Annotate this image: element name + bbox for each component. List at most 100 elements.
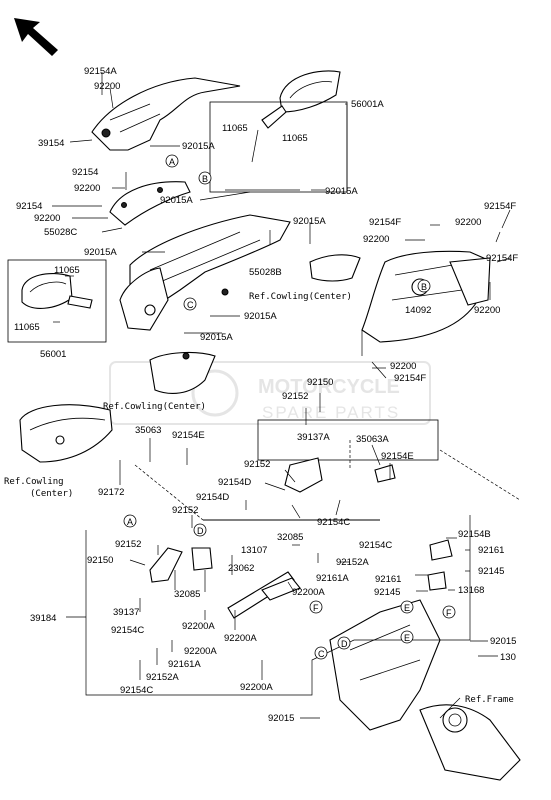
part-label-39184: 39184 <box>30 613 56 624</box>
side-cowl-right <box>361 250 491 343</box>
watermark-line2: SPARE PARTS <box>262 403 400 422</box>
part-label-92150-2: 92150 <box>87 555 113 566</box>
part-label-32085-1: 32085 <box>277 532 303 543</box>
part-label-11065-d: 11065 <box>14 322 40 333</box>
part-label-92152A-1: 92152A <box>336 557 369 568</box>
part-label-92154C-1: 92154C <box>317 517 350 528</box>
part-label-92154F-1: 92154F <box>369 217 401 228</box>
part-label-92200A-1: 92200A <box>292 587 325 598</box>
callout-a-lower: A <box>123 514 137 528</box>
part-label-35063A: 35063A <box>356 434 389 445</box>
callout-b2-text: B <box>421 282 427 292</box>
part-label-92152-1: 92152 <box>282 391 308 402</box>
part-label-13168: 13168 <box>458 585 484 596</box>
part-label-55028B: 55028B <box>249 267 282 278</box>
part-label-39137: 39137 <box>113 607 139 618</box>
mirror-left-frame <box>7 259 107 343</box>
callout-b-top: B <box>198 171 212 185</box>
part-label-92015A-2: 92015A <box>325 186 358 197</box>
part-label-92200A-4: 92200A <box>240 682 273 693</box>
callout-d-text: D <box>197 526 204 536</box>
lower-duct-piece <box>149 352 216 394</box>
part-label-92161-1: 92161 <box>478 545 504 556</box>
callout-e-right: E <box>400 600 414 614</box>
part-label-92015A-7: 92015A <box>200 332 233 343</box>
part-label-35063: 35063 <box>135 425 161 436</box>
callout-a-top: A <box>165 154 179 168</box>
watermark-line1: MOTORCYCLE <box>258 376 400 398</box>
part-label-92154B: 92154B <box>458 529 491 540</box>
upper-cowl-panel <box>91 77 241 151</box>
callout-e-text: E <box>404 603 410 613</box>
ref-frame: Ref.Frame <box>465 695 514 705</box>
part-label-92200A-4-mid: 92200A <box>184 646 217 657</box>
part-label-32085-2: 32085 <box>174 589 200 600</box>
part-label-11065-a: 11065 <box>222 123 248 134</box>
callout-c-text: C <box>187 300 194 310</box>
part-label-92200-top: 92200 <box>94 81 120 92</box>
part-label-92172: 92172 <box>98 487 124 498</box>
part-label-11065-b: 11065 <box>282 133 308 144</box>
part-label-39154: 39154 <box>38 138 64 149</box>
part-label-92154D-1: 92154D <box>218 477 251 488</box>
part-label-92015-2: 92015 <box>268 713 294 724</box>
part-label-92200-4: 92200 <box>455 217 481 228</box>
part-label-92152-3: 92152 <box>172 505 198 516</box>
ref-cowling-center-a: Ref.Cowling(Center) <box>249 292 352 302</box>
part-label-92154A: 92154A <box>84 66 117 77</box>
part-label-92154F-3: 92154F <box>486 253 518 264</box>
callout-e2-text: E <box>404 633 410 643</box>
ref-cowling-center-c-line2: (Center) <box>30 489 73 499</box>
part-label-92200A-2: 92200A <box>182 621 215 632</box>
assembly-outline <box>85 515 471 696</box>
part-label-92161-2: 92161 <box>375 574 401 585</box>
callout-b-text: B <box>202 174 208 184</box>
part-label-92015A-6: 92015A <box>244 311 277 322</box>
part-label-92154C-3: 92154C <box>111 625 144 636</box>
callout-c-frame: C <box>314 646 328 660</box>
mirror-right <box>251 70 341 163</box>
part-label-92154F-4: 92154F <box>394 373 426 384</box>
part-label-39137A: 39137A <box>297 432 330 443</box>
callout-a2-text: A <box>127 517 133 527</box>
callout-d-frame: D <box>337 636 351 650</box>
callout-b-right: B <box>417 279 431 293</box>
part-label-92145-2: 92145 <box>374 587 400 598</box>
part-label-92152-4: 92152 <box>115 539 141 550</box>
callout-f-right: F <box>442 605 456 619</box>
part-label-92154C-4: 92154C <box>120 685 153 696</box>
part-label-92015A-5: 92015A <box>84 247 117 258</box>
callout-c2-text: C <box>318 649 325 659</box>
front-cowl <box>119 214 291 331</box>
part-label-13107: 13107 <box>241 545 267 556</box>
part-label-56001A: 56001A <box>351 99 384 110</box>
part-label-92161A-1: 92161A <box>316 573 349 584</box>
part-label-11065-c: 11065 <box>54 265 80 276</box>
inner-cowl-trim <box>109 181 191 226</box>
part-label-92154C-2: 92154C <box>359 540 392 551</box>
part-label-92152-2: 92152 <box>244 459 270 470</box>
mirror-left <box>21 272 93 309</box>
part-label-92200-3: 92200 <box>34 213 60 224</box>
part-label-55028C: 55028C <box>44 227 77 238</box>
part-label-92154E-1: 92154E <box>172 430 205 441</box>
part-label-92015-1: 92015 <box>490 636 516 647</box>
part-label-92015A-4: 92015A <box>293 216 326 227</box>
part-label-92154-1: 92154 <box>72 167 98 178</box>
side-cowl-left <box>19 404 113 463</box>
callout-f2-text: F <box>446 608 452 618</box>
part-label-92200-2: 92200 <box>74 183 100 194</box>
callout-f-mid: F <box>309 600 323 614</box>
part-label-56001: 56001 <box>40 349 66 360</box>
part-label-92015A-1: 92015A <box>182 141 215 152</box>
part-label-92154F-2: 92154F <box>484 201 516 212</box>
part-label-92200-7: 92200 <box>390 361 416 372</box>
part-label-23062: 23062 <box>228 563 254 574</box>
callout-e-frame: E <box>400 630 414 644</box>
callout-a-text: A <box>169 157 175 167</box>
air-duct-piece <box>309 254 361 282</box>
part-label-92145-1: 92145 <box>478 566 504 577</box>
callout-d2-text: D <box>341 639 348 649</box>
ref-cowling-center-b: Ref.Cowling(Center) <box>103 402 206 412</box>
